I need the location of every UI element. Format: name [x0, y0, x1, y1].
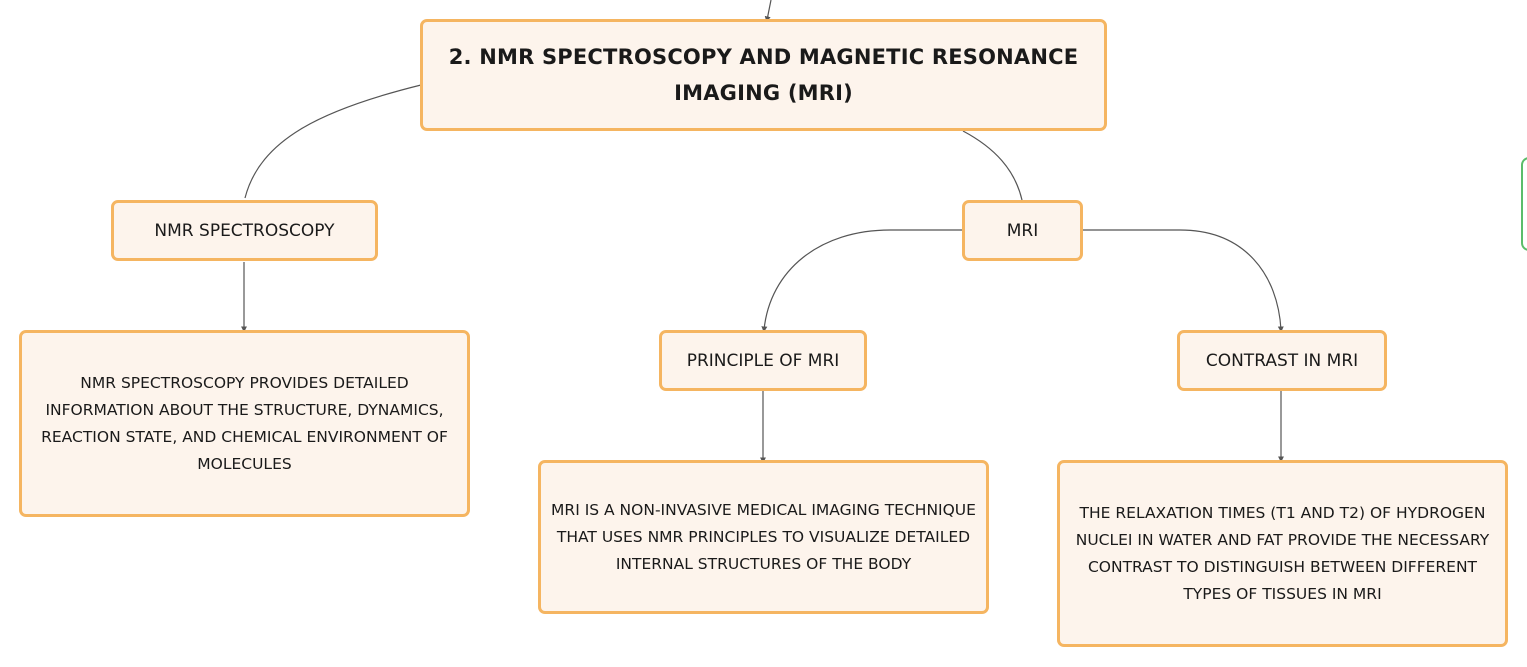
nmr-spectroscopy-node[interactable]: NMR SPECTROSCOPY: [111, 200, 378, 261]
principle-of-mri-label: PRINCIPLE OF MRI: [686, 350, 840, 371]
principle-of-mri-node[interactable]: PRINCIPLE OF MRI: [659, 330, 867, 391]
mri-node[interactable]: MRI: [962, 200, 1083, 261]
contrast-in-mri-node[interactable]: CONTRAST IN MRI: [1177, 330, 1387, 391]
root-topic-title: 2. NMR SPECTROSCOPY AND MAGNETIC RESONAN…: [448, 45, 1079, 105]
nmr-spectroscopy-detail-node[interactable]: NMR SPECTROSCOPY PROVIDES DETAILED INFOR…: [19, 330, 470, 517]
connector-mri-to-contrast: [1083, 229, 1284, 333]
nmr-spectroscopy-label: NMR SPECTROSCOPY: [154, 220, 335, 241]
connector-mri-to-principle: [761, 229, 962, 333]
root-topic-node[interactable]: 2. NMR SPECTROSCOPY AND MAGNETIC RESONAN…: [420, 19, 1107, 131]
connector-root-to-nmr: [244, 84, 422, 199]
connector-root-to-mri: [962, 130, 1023, 201]
nmr-spectroscopy-detail-text: NMR SPECTROSCOPY PROVIDES DETAILED INFOR…: [41, 373, 448, 473]
contrast-in-mri-label: CONTRAST IN MRI: [1205, 350, 1359, 371]
contrast-in-mri-detail-text: THE RELAXATION TIMES (T1 AND T2) OF HYDR…: [1075, 503, 1490, 603]
principle-of-mri-detail-node[interactable]: MRI IS A NON-INVASIVE MEDICAL IMAGING TE…: [538, 460, 989, 614]
mri-label: MRI: [1006, 220, 1039, 241]
offscreen-node-edge[interactable]: [1521, 157, 1527, 251]
incoming-connector: [764, 0, 772, 23]
principle-of-mri-detail-text: MRI IS A NON-INVASIVE MEDICAL IMAGING TE…: [551, 500, 976, 573]
contrast-in-mri-detail-node[interactable]: THE RELAXATION TIMES (T1 AND T2) OF HYDR…: [1057, 460, 1508, 647]
